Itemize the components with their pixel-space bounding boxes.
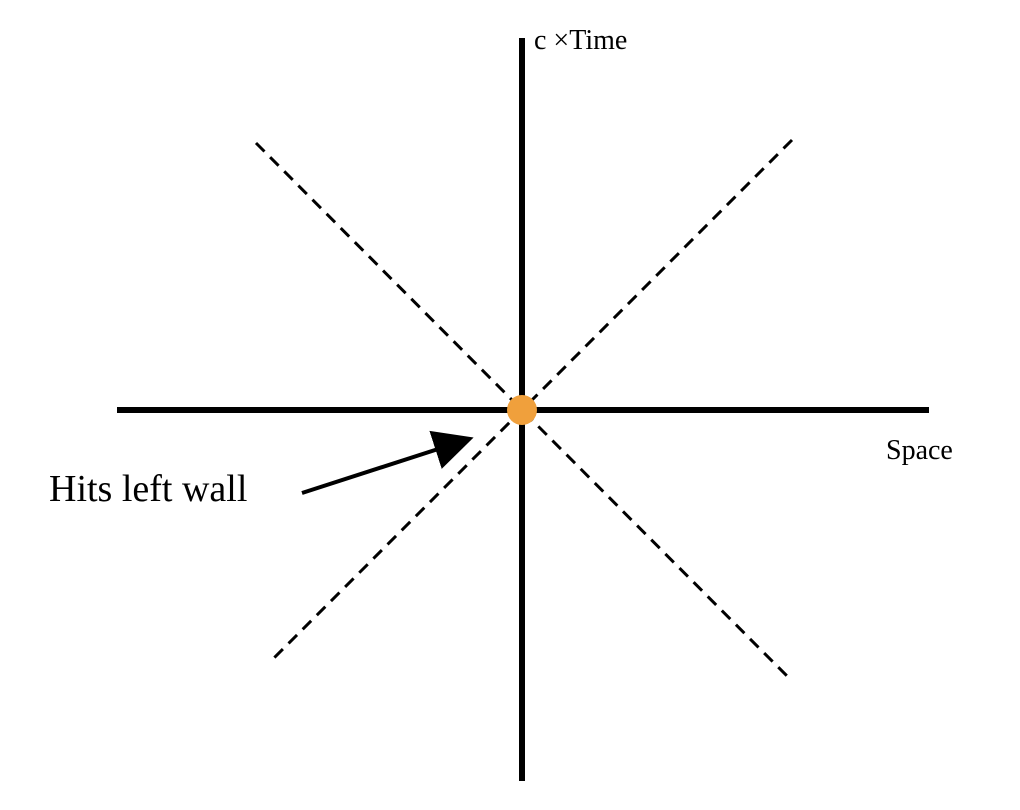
light-cone-line-ul-lr — [254, 141, 791, 680]
time-axis-label: c ×Time — [534, 25, 628, 56]
event-annotation-label: Hits left wall — [49, 468, 248, 510]
event-marker — [507, 395, 537, 425]
annotation-arrow — [301, 430, 474, 495]
space-axis-label: Space — [886, 435, 953, 466]
